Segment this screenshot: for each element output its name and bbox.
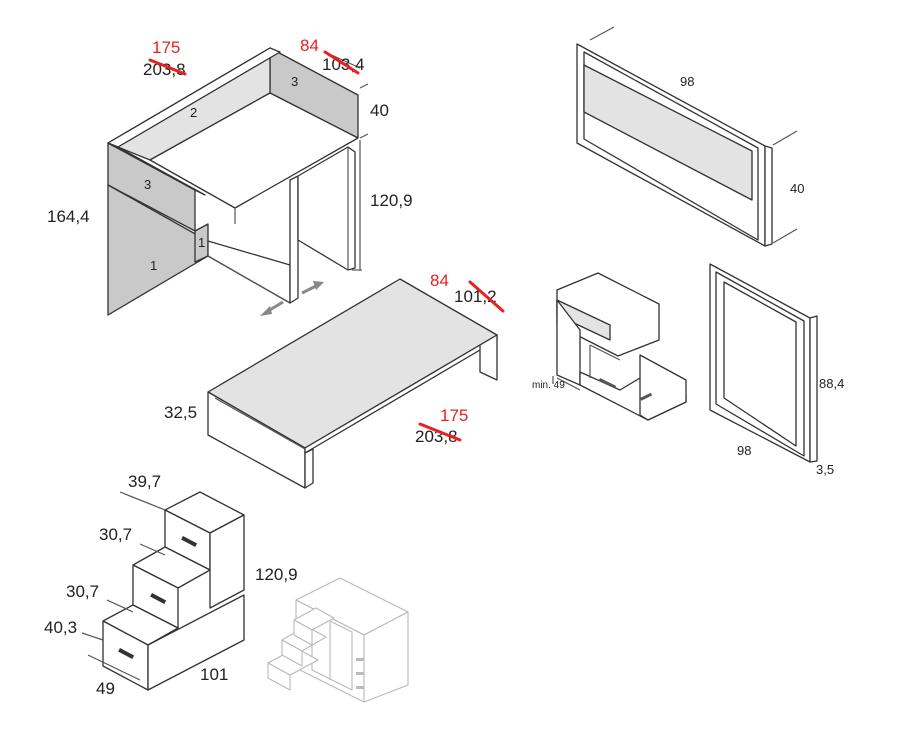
stair-height: 120,9 bbox=[255, 565, 298, 584]
bed-width-new: 175 bbox=[152, 38, 180, 57]
headboard-height: 40 bbox=[790, 181, 804, 196]
stair-step-2: 30,7 bbox=[99, 525, 132, 544]
platform-width-strike bbox=[418, 422, 462, 442]
desk-combo-unit bbox=[552, 272, 687, 421]
platform-width-old: 203,8 bbox=[415, 427, 458, 446]
headboard-panel bbox=[576, 26, 798, 247]
bed-depth-new: 84 bbox=[300, 36, 319, 55]
stair-step-bottom: 40,3 bbox=[44, 618, 77, 637]
desk-min-label: min. 49 bbox=[532, 380, 565, 391]
mirror-width: 98 bbox=[737, 443, 751, 458]
part-1b-label: 1 bbox=[198, 235, 205, 250]
stair-step-top: 39,7 bbox=[128, 472, 161, 491]
bed-depth-strike bbox=[323, 50, 360, 75]
platform-depth-strike bbox=[468, 280, 505, 313]
stair-depth: 49 bbox=[96, 679, 115, 698]
part-3-label: 3 bbox=[291, 74, 298, 89]
platform-depth-old: 101,2 bbox=[454, 287, 497, 306]
headboard-width: 98 bbox=[680, 74, 694, 89]
part-2-label: 2 bbox=[190, 105, 197, 120]
stair-width: 101 bbox=[200, 665, 228, 684]
faded-combo-preview bbox=[267, 577, 409, 703]
stair-drawer-unit bbox=[81, 491, 245, 691]
bed-under-height: 120,9 bbox=[370, 191, 413, 210]
bed-total-height: 164,4 bbox=[47, 207, 90, 226]
mirror-frame bbox=[709, 263, 818, 463]
stair-step-3: 30,7 bbox=[66, 582, 99, 601]
mirror-height: 88,4 bbox=[819, 376, 844, 391]
platform-height: 32,5 bbox=[164, 403, 197, 422]
part-1-label: 1 bbox=[150, 258, 157, 273]
bed-width-strike bbox=[148, 58, 187, 76]
mirror-depth: 3,5 bbox=[816, 462, 834, 477]
bed-rail-height: 40 bbox=[370, 101, 389, 120]
platform-depth-new: 84 bbox=[430, 271, 449, 290]
loft-bed-module bbox=[107, 47, 369, 316]
platform-bed bbox=[207, 278, 498, 489]
part-3b-label: 3 bbox=[144, 177, 151, 192]
bed-width-old: 203,8 bbox=[143, 60, 186, 79]
platform-width-new: 175 bbox=[440, 406, 468, 425]
